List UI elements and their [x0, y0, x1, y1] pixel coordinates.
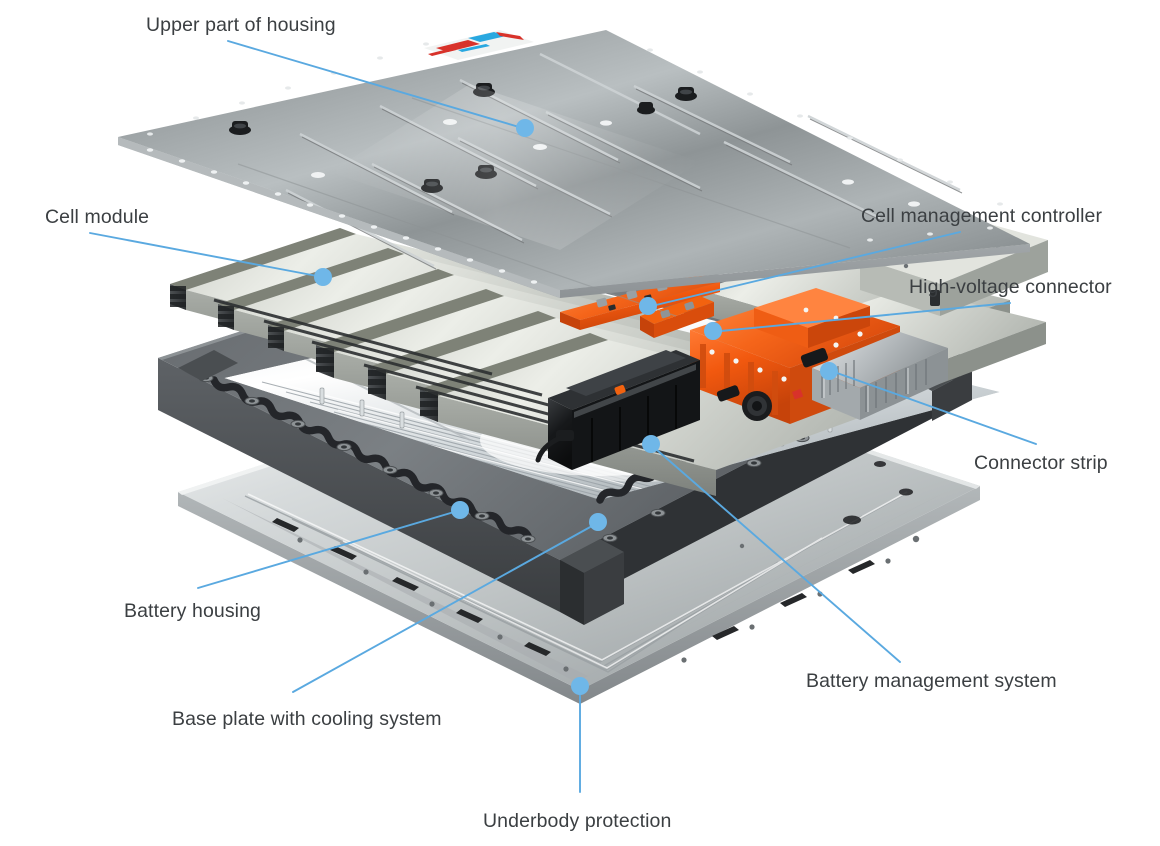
battery-management-system [535, 350, 700, 470]
callout-label-base-plate-with-cooling-system: Base plate with cooling system [172, 708, 442, 730]
callout-leader-lines [89, 40, 1037, 793]
sealing-bead-left [210, 376, 533, 542]
callout-label-cell-management-controller: Cell management controller [861, 205, 1103, 227]
connector-strip-assembly [812, 332, 948, 420]
leader-line-high-voltage-connector [720, 302, 1011, 332]
callout-dot-cell-module[interactable] [314, 268, 332, 286]
callout-dot-underbody-protection[interactable] [571, 677, 589, 695]
upper-housing-cover [118, 30, 1030, 317]
leader-line-upper-part-of-housing [227, 40, 520, 128]
callout-label-battery-management-system: Battery management system [806, 670, 1057, 692]
callout-label-underbody-protection: Underbody protection [483, 810, 672, 832]
leader-line-cell-module [89, 232, 318, 277]
callout-label-cell-module: Cell module [45, 206, 150, 228]
leader-line-connector-strip [836, 372, 1037, 445]
leader-line-battery-housing [197, 511, 455, 589]
warning-sticker [424, 30, 534, 60]
callout-dot-high-voltage-connector[interactable] [704, 322, 722, 340]
hv-connector-arm [640, 296, 714, 338]
callout-dot-connector-strip[interactable] [820, 362, 838, 380]
callout-label-upper-part-of-housing: Upper part of housing [146, 14, 336, 36]
callout-dots [314, 119, 838, 695]
leader-line-base-plate-with-cooling-system [292, 525, 593, 693]
callout-dot-battery-management-system[interactable] [642, 435, 660, 453]
callout-dot-base-plate-with-cooling-system[interactable] [589, 513, 607, 531]
callout-label-connector-strip: Connector strip [974, 452, 1108, 474]
housing-bolt-bosses-left [198, 373, 536, 544]
callout-dot-upper-part-of-housing[interactable] [516, 119, 534, 137]
leader-line-cell-management-controller [655, 231, 961, 306]
callout-label-battery-housing: Battery housing [124, 600, 262, 622]
callout-dot-battery-housing[interactable] [451, 501, 469, 519]
callout-dot-cell-management-controller[interactable] [639, 297, 657, 315]
leader-line-battery-management-system [656, 449, 901, 663]
callout-label-high-voltage-connector: High-voltage connector [909, 276, 1112, 298]
